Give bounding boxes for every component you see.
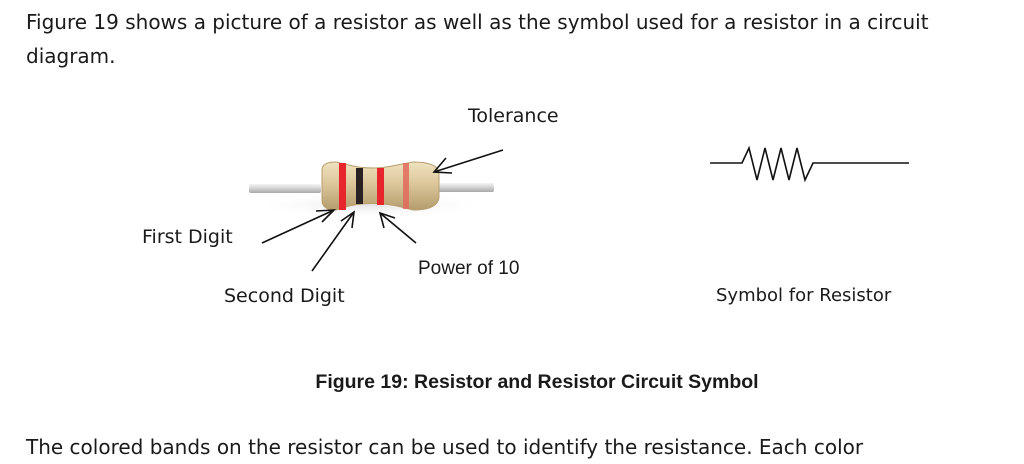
arrow-first-digit bbox=[261, 209, 335, 244]
band-tolerance bbox=[403, 163, 409, 209]
arrow-tolerance bbox=[433, 149, 504, 173]
arrow-second-digit bbox=[311, 211, 355, 272]
band-first-digit bbox=[339, 163, 346, 210]
resistor-image bbox=[249, 161, 494, 219]
band-power-of-10 bbox=[377, 168, 384, 205]
label-tolerance: Tolerance bbox=[468, 105, 559, 127]
pointer-arrows bbox=[261, 149, 504, 272]
body-paragraph: The colored bands on the resistor can be… bbox=[26, 435, 864, 459]
label-first-digit: First Digit bbox=[142, 226, 233, 248]
figure-caption: Figure 19: Resistor and Resistor Circuit… bbox=[315, 371, 759, 393]
resistor-lead-right bbox=[430, 183, 494, 192]
label-second-digit: Second Digit bbox=[224, 285, 345, 307]
arrow-power-of-10 bbox=[379, 212, 417, 244]
band-second-digit bbox=[356, 168, 363, 204]
label-power-of-10: Power of 10 bbox=[418, 258, 520, 279]
label-symbol-for-resistor: Symbol for Resistor bbox=[716, 285, 892, 306]
resistor-symbol bbox=[710, 145, 909, 183]
resistor-lead-left bbox=[249, 184, 321, 193]
intro-paragraph: Figure 19 shows a picture of a resistor … bbox=[26, 10, 929, 68]
